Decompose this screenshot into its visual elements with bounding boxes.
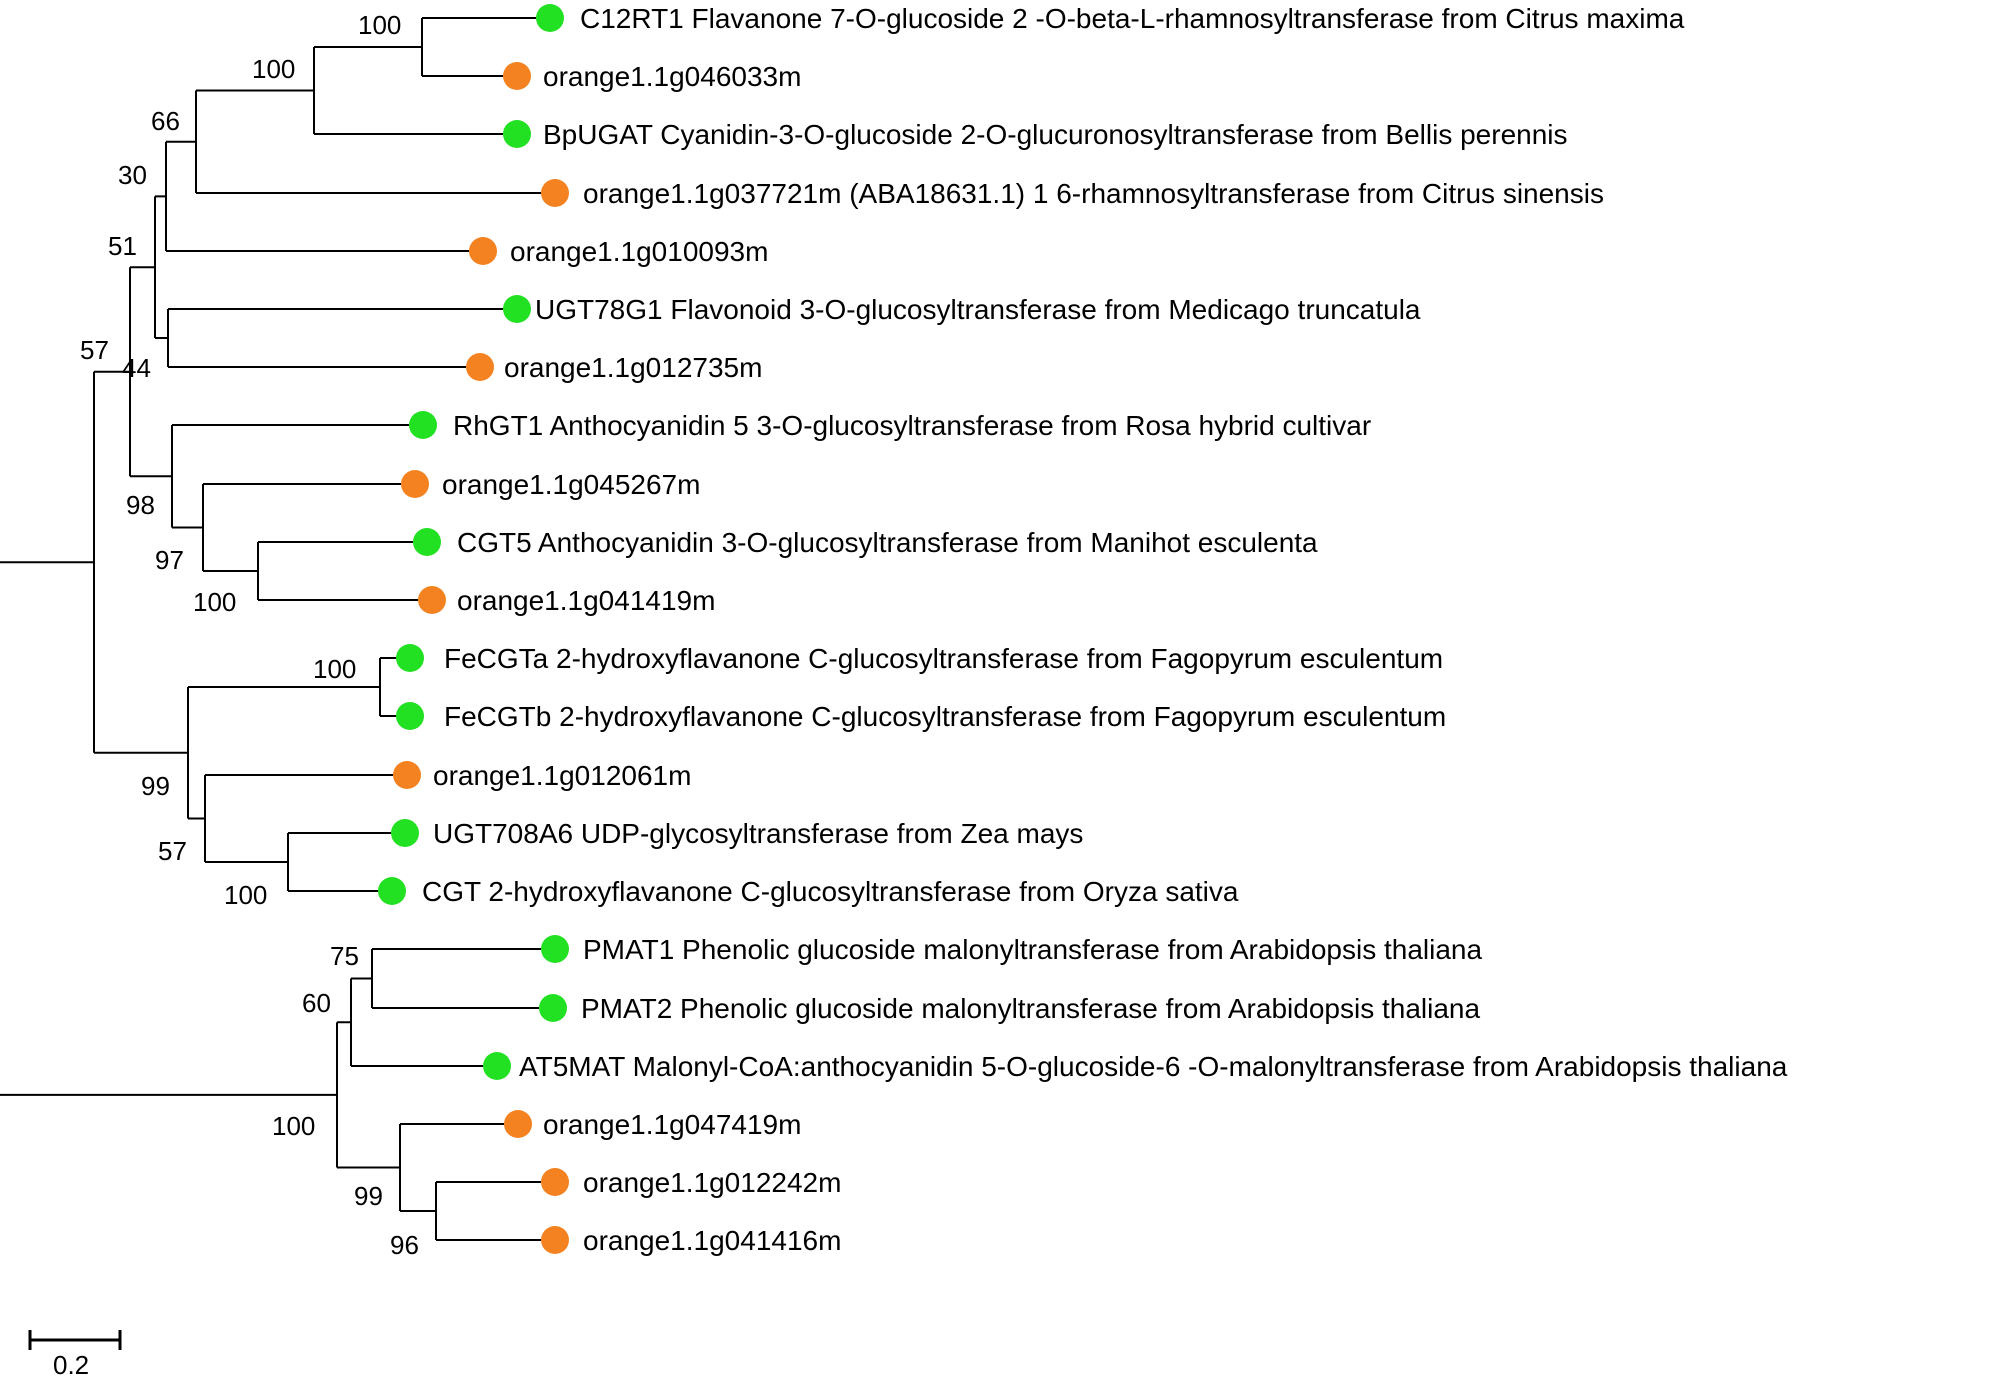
green-circle-icon bbox=[391, 819, 419, 847]
bootstrap-value: 57 bbox=[158, 836, 187, 866]
green-circle-icon bbox=[483, 1052, 511, 1080]
bootstrap-value: 60 bbox=[302, 988, 331, 1018]
green-circle-icon bbox=[396, 644, 424, 672]
bootstrap-value: 66 bbox=[151, 106, 180, 136]
leaf-label: BpUGAT Cyanidin-3-O-glucoside 2-O-glucur… bbox=[543, 119, 1568, 150]
scale-bar: 0.2 bbox=[28, 1330, 122, 1378]
scale-bar-label: 0.2 bbox=[53, 1350, 89, 1378]
green-circle-icon bbox=[503, 120, 531, 148]
leaf-label: UGT78G1 Flavonoid 3-O-glucosyltransferas… bbox=[535, 294, 1421, 325]
green-circle-icon bbox=[503, 295, 531, 323]
bootstrap-value: 51 bbox=[108, 231, 137, 261]
leaf-label: orange1.1g045267m bbox=[442, 469, 700, 500]
bootstrap-value: 100 bbox=[272, 1111, 315, 1141]
green-circle-icon bbox=[409, 411, 437, 439]
leaf-label: orange1.1g047419m bbox=[543, 1109, 801, 1140]
green-circle-icon bbox=[396, 702, 424, 730]
bootstrap-value: 100 bbox=[358, 10, 401, 40]
orange-circle-icon bbox=[541, 1226, 569, 1254]
green-circle-icon bbox=[378, 877, 406, 905]
leaf-label: orange1.1g037721m (ABA18631.1) 1 6-rhamn… bbox=[583, 178, 1604, 209]
orange-circle-icon bbox=[469, 237, 497, 265]
leaf-label: orange1.1g010093m bbox=[510, 236, 768, 267]
leaf-label: orange1.1g041416m bbox=[583, 1225, 841, 1256]
orange-circle-icon bbox=[541, 179, 569, 207]
bootstrap-value: 30 bbox=[118, 160, 147, 190]
bootstrap-value: 99 bbox=[141, 771, 170, 801]
bootstrap-value: 98 bbox=[126, 490, 155, 520]
leaf-label: orange1.1g012061m bbox=[433, 760, 691, 791]
bootstrap-value: 57 bbox=[80, 335, 109, 365]
leaf-label: FeCGTb 2-hydroxyflavanone C-glucosyltran… bbox=[444, 701, 1446, 732]
leaf-label: CGT5 Anthocyanidin 3-O-glucosyltransfera… bbox=[457, 527, 1318, 558]
orange-circle-icon bbox=[418, 586, 446, 614]
green-circle-icon bbox=[536, 4, 564, 32]
orange-circle-icon bbox=[541, 1168, 569, 1196]
leaf-label: orange1.1g041419m bbox=[457, 585, 715, 616]
leaf-label: FeCGTa 2-hydroxyflavanone C-glucosyltran… bbox=[444, 643, 1443, 674]
leaf-label: orange1.1g012735m bbox=[504, 352, 762, 383]
tree-leaves: C12RT1 Flavanone 7-O-glucoside 2 -O-beta… bbox=[378, 3, 1788, 1256]
leaf-label: CGT 2-hydroxyflavanone C-glucosyltransfe… bbox=[422, 876, 1239, 907]
bootstrap-value: 96 bbox=[390, 1230, 419, 1260]
bootstrap-value: 97 bbox=[155, 545, 184, 575]
bootstrap-value: 100 bbox=[252, 54, 295, 84]
leaf-label: orange1.1g046033m bbox=[543, 61, 801, 92]
leaf-label: C12RT1 Flavanone 7-O-glucoside 2 -O-beta… bbox=[580, 3, 1685, 34]
orange-circle-icon bbox=[504, 1110, 532, 1138]
leaf-label: PMAT2 Phenolic glucoside malonyltransfer… bbox=[581, 993, 1480, 1024]
bootstrap-value: 100 bbox=[193, 587, 236, 617]
leaf-label: UGT708A6 UDP-glycosyltransferase from Ze… bbox=[433, 818, 1083, 849]
orange-circle-icon bbox=[393, 761, 421, 789]
bootstrap-value: 100 bbox=[313, 654, 356, 684]
leaf-label: RhGT1 Anthocyanidin 5 3-O-glucosyltransf… bbox=[453, 410, 1371, 441]
orange-circle-icon bbox=[503, 62, 531, 90]
leaf-label: orange1.1g012242m bbox=[583, 1167, 841, 1198]
green-circle-icon bbox=[541, 935, 569, 963]
orange-circle-icon bbox=[466, 353, 494, 381]
leaf-label: PMAT1 Phenolic glucoside malonyltransfer… bbox=[583, 934, 1482, 965]
orange-circle-icon bbox=[401, 470, 429, 498]
bootstrap-value: 100 bbox=[224, 880, 267, 910]
leaf-label: AT5MAT Malonyl-CoA:anthocyanidin 5-O-glu… bbox=[519, 1051, 1788, 1082]
bootstrap-value: 44 bbox=[122, 353, 151, 383]
tree-branches bbox=[0, 17, 541, 1241]
bootstrap-value: 99 bbox=[354, 1181, 383, 1211]
green-circle-icon bbox=[413, 528, 441, 556]
bootstrap-value: 75 bbox=[330, 941, 359, 971]
green-circle-icon bbox=[539, 994, 567, 1022]
